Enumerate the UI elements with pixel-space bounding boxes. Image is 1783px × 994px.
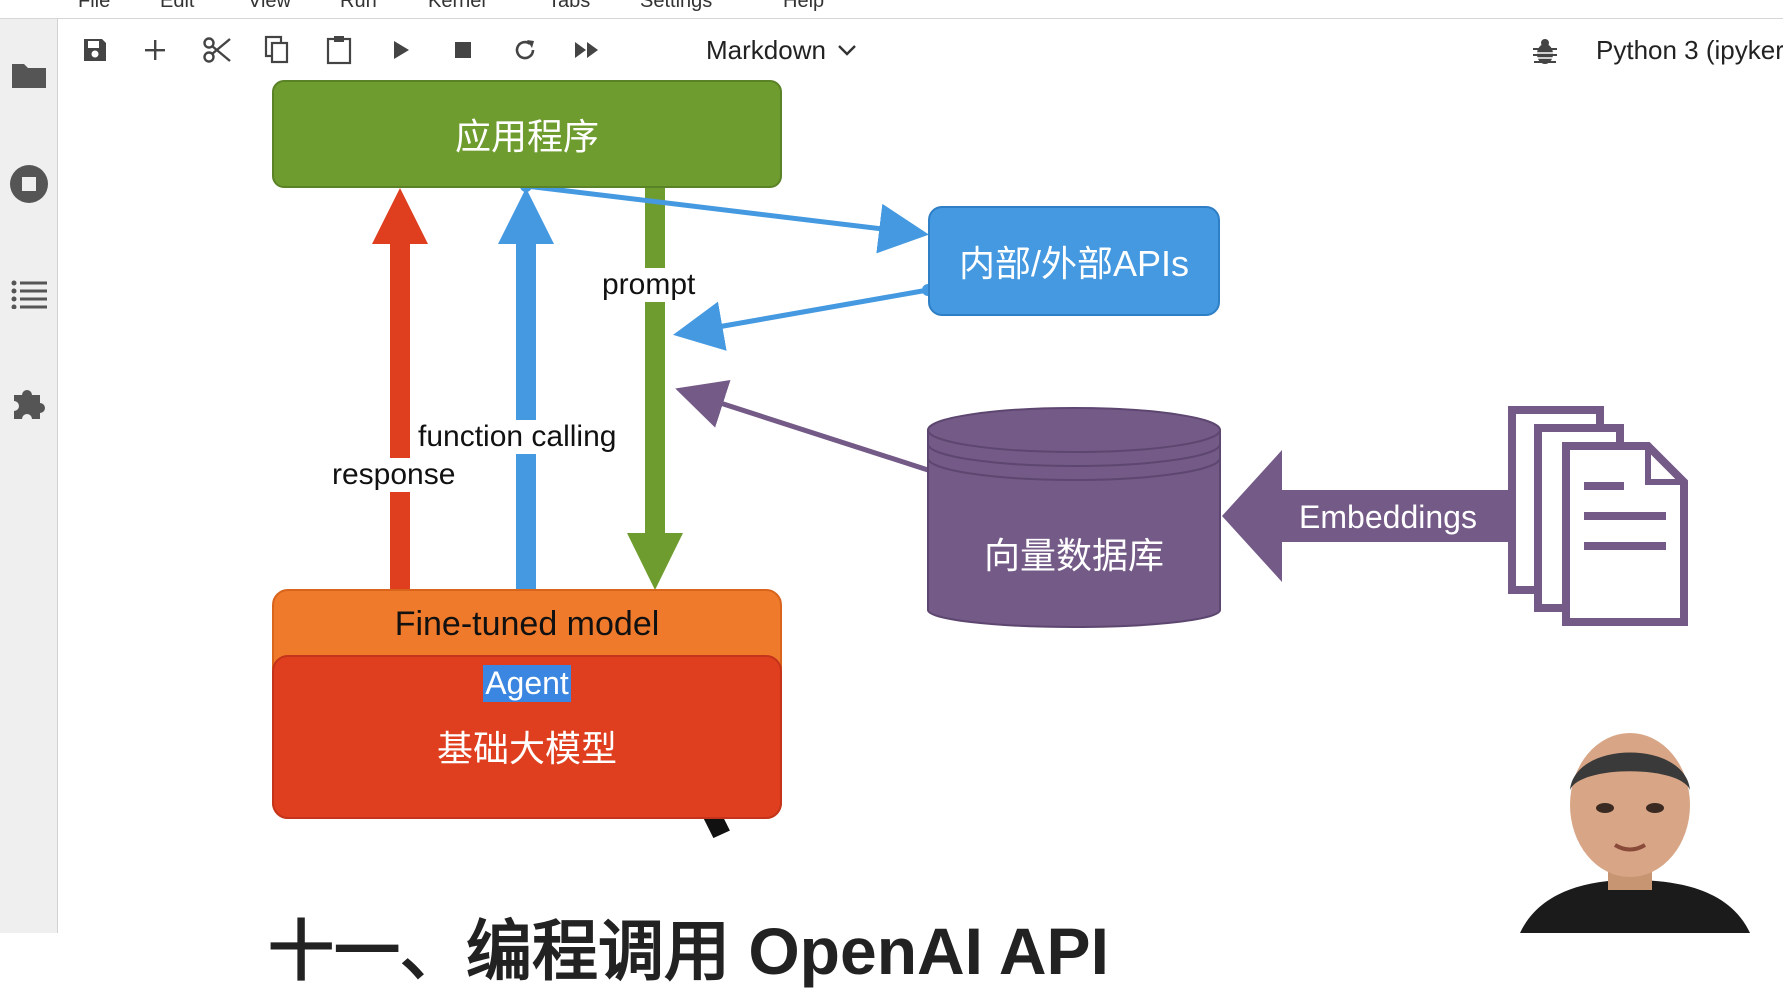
menu-help[interactable]: Help bbox=[783, 0, 825, 12]
cut-icon bbox=[203, 37, 231, 63]
menu-kernel[interactable]: Kernel bbox=[428, 0, 486, 12]
base-model-box: Agent 基础大模型 bbox=[272, 655, 782, 819]
function-calling-label: function calling bbox=[418, 420, 617, 454]
copy-button[interactable] bbox=[258, 31, 296, 69]
cell-type-dropdown[interactable]: Markdown bbox=[706, 33, 858, 67]
stop-button[interactable] bbox=[444, 31, 482, 69]
vector-db-label: 向量数据库 bbox=[983, 535, 1164, 576]
api-box-label: 内部/外部APIs bbox=[958, 243, 1190, 284]
app-to-api-line bbox=[525, 183, 929, 254]
menu-tabs[interactable]: Tabs bbox=[548, 0, 591, 12]
chevron-down-icon bbox=[838, 45, 856, 56]
presenter-avatar bbox=[1480, 730, 1783, 933]
api-to-prompt-line bbox=[673, 287, 929, 351]
file-browser-button[interactable] bbox=[0, 49, 57, 99]
running-icon bbox=[9, 165, 48, 203]
prompt-label: prompt bbox=[602, 268, 696, 302]
toc-icon bbox=[11, 280, 47, 309]
paste-button[interactable] bbox=[320, 31, 358, 69]
bug-icon bbox=[1533, 39, 1557, 64]
add-cell-button[interactable] bbox=[136, 31, 174, 69]
copy-icon bbox=[264, 35, 289, 64]
fine-tuned-label: Fine-tuned model bbox=[394, 605, 660, 643]
app-box: 应用程序 bbox=[272, 80, 782, 188]
response-arrow bbox=[372, 188, 428, 592]
vector-db-cylinder bbox=[927, 407, 1221, 628]
run-all-button[interactable] bbox=[568, 31, 606, 69]
menu-settings[interactable]: Settings bbox=[640, 0, 713, 12]
save-icon bbox=[84, 39, 106, 61]
cut-button[interactable] bbox=[198, 31, 236, 69]
run-all-icon bbox=[575, 42, 598, 58]
embeddings-label-wrap: Embeddings bbox=[1270, 494, 1506, 540]
menu-edit[interactable]: Edit bbox=[160, 0, 195, 12]
restart-kernel-button[interactable] bbox=[506, 31, 544, 69]
stop-icon bbox=[455, 42, 471, 58]
agent-label: Agent bbox=[483, 665, 571, 702]
vector-db-label-wrap: 向量数据库 bbox=[928, 520, 1220, 586]
mouse-cursor-icon bbox=[661, 695, 751, 845]
document-stack-icon bbox=[1508, 406, 1688, 626]
menu-bar: File Edit View Run Kernel Tabs Settings … bbox=[0, 0, 1783, 19]
response-label: response bbox=[332, 458, 456, 492]
run-icon bbox=[394, 41, 409, 59]
kernel-name[interactable]: Python 3 (ipykernel bbox=[1596, 34, 1783, 65]
base-model-label: 基础大模型 bbox=[436, 728, 617, 769]
db-to-prompt-line bbox=[675, 380, 929, 473]
debugger-button[interactable] bbox=[1528, 35, 1562, 69]
add-cell-icon bbox=[145, 40, 165, 60]
presenter-webcam bbox=[1480, 730, 1783, 933]
app-box-label: 应用程序 bbox=[454, 116, 599, 157]
paste-icon bbox=[326, 36, 352, 65]
function-calling-arrow bbox=[498, 188, 554, 592]
cell-type-label: Markdown bbox=[706, 34, 826, 65]
next-section-heading: 十一、编程调用 OpenAI API bbox=[268, 914, 1109, 988]
save-button[interactable] bbox=[76, 31, 114, 69]
run-button[interactable] bbox=[382, 31, 420, 69]
prompt-arrow bbox=[627, 186, 683, 590]
running-sessions-button[interactable] bbox=[0, 159, 57, 209]
extension-icon bbox=[13, 390, 45, 419]
notebook-toolbar: Markdown Python 3 (ipykernel bbox=[58, 19, 1783, 79]
fine-tuned-box: Fine-tuned model bbox=[272, 589, 782, 819]
menu-view[interactable]: View bbox=[248, 0, 291, 12]
table-of-contents-button[interactable] bbox=[0, 269, 57, 319]
api-box: 内部/外部APIs bbox=[928, 206, 1220, 316]
left-sidebar bbox=[0, 19, 58, 933]
menu-run[interactable]: Run bbox=[340, 0, 377, 12]
restart-icon bbox=[515, 40, 535, 60]
extension-manager-button[interactable] bbox=[0, 377, 57, 427]
embeddings-label: Embeddings bbox=[1299, 498, 1477, 535]
menu-file[interactable]: File bbox=[78, 0, 111, 12]
folder-icon bbox=[11, 64, 46, 88]
